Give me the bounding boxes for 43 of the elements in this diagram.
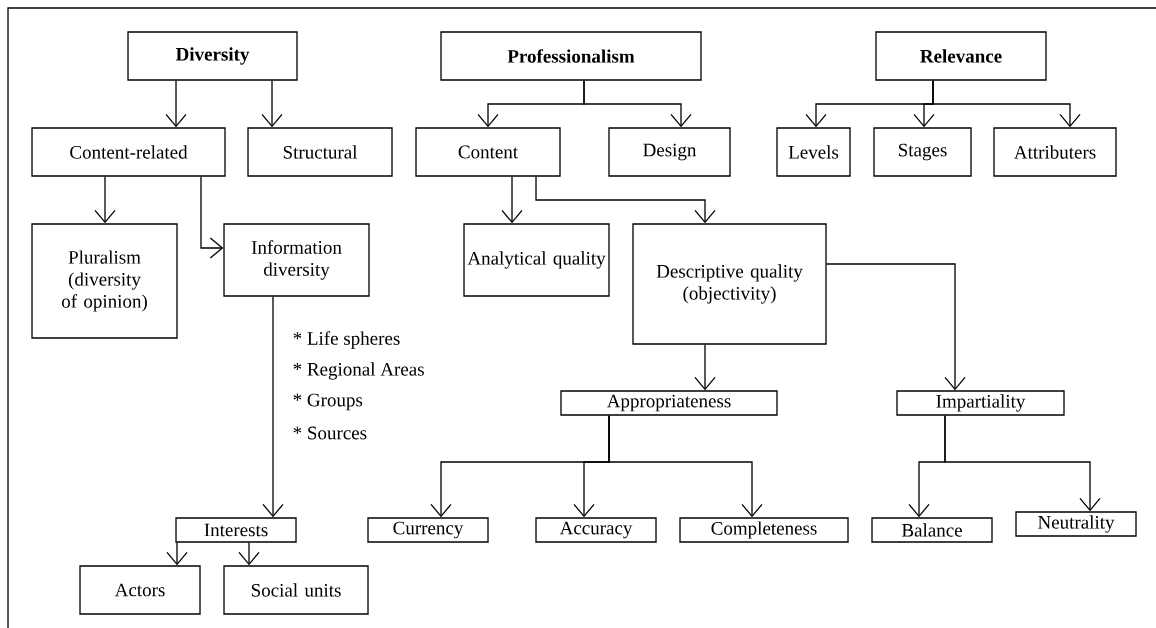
category-box: Accuracy — [535, 517, 657, 543]
category-box: Structural — [247, 127, 393, 177]
list-item: * Regional Areas — [293, 362, 424, 380]
list-item: * Groups — [293, 393, 363, 411]
category-box: Levels — [776, 127, 851, 177]
arrow — [944, 415, 1101, 512]
category-box: Balance — [871, 517, 993, 543]
arrow — [94, 176, 116, 224]
category-box: Content — [415, 127, 561, 177]
category-box: Impartiality — [896, 390, 1065, 416]
arrow — [608, 415, 763, 518]
list-item: * Sources — [293, 426, 367, 440]
category-box: Stages — [873, 127, 972, 177]
heading-box: Diversity — [127, 31, 298, 81]
arrow — [166, 542, 188, 566]
arrow — [583, 80, 692, 128]
arrow — [694, 344, 716, 391]
category-box: Pluralism (diversity of opinion) — [31, 223, 178, 339]
category-box: Attributers — [993, 127, 1117, 177]
category-box: Interests — [175, 517, 297, 543]
category-box: Completeness — [679, 517, 849, 543]
arrow — [238, 542, 260, 566]
arrow — [932, 80, 1081, 128]
category-box: Analytical quality — [463, 223, 610, 297]
category-box: Information diversity — [223, 223, 370, 297]
arrow — [262, 296, 284, 518]
category-box: Currency — [367, 517, 489, 543]
category-box: Design — [608, 127, 731, 177]
category-box: Actors — [79, 565, 201, 615]
arrow — [165, 80, 187, 128]
category-box: Appropriateness — [560, 390, 778, 416]
arrow — [535, 176, 716, 224]
category-box: Descriptive quality (objectivity) — [632, 223, 827, 345]
category-box: Social units — [223, 565, 369, 615]
heading-box: Relevance — [875, 31, 1047, 81]
arrow — [200, 176, 224, 259]
arrow — [501, 176, 523, 224]
list-item: * Life spheres — [293, 331, 400, 349]
arrow — [826, 263, 966, 391]
category-box: Neutrality — [1015, 511, 1137, 537]
category-box: Content-related — [31, 127, 226, 177]
heading-box: Professionalism — [440, 31, 702, 81]
arrow — [261, 80, 283, 128]
